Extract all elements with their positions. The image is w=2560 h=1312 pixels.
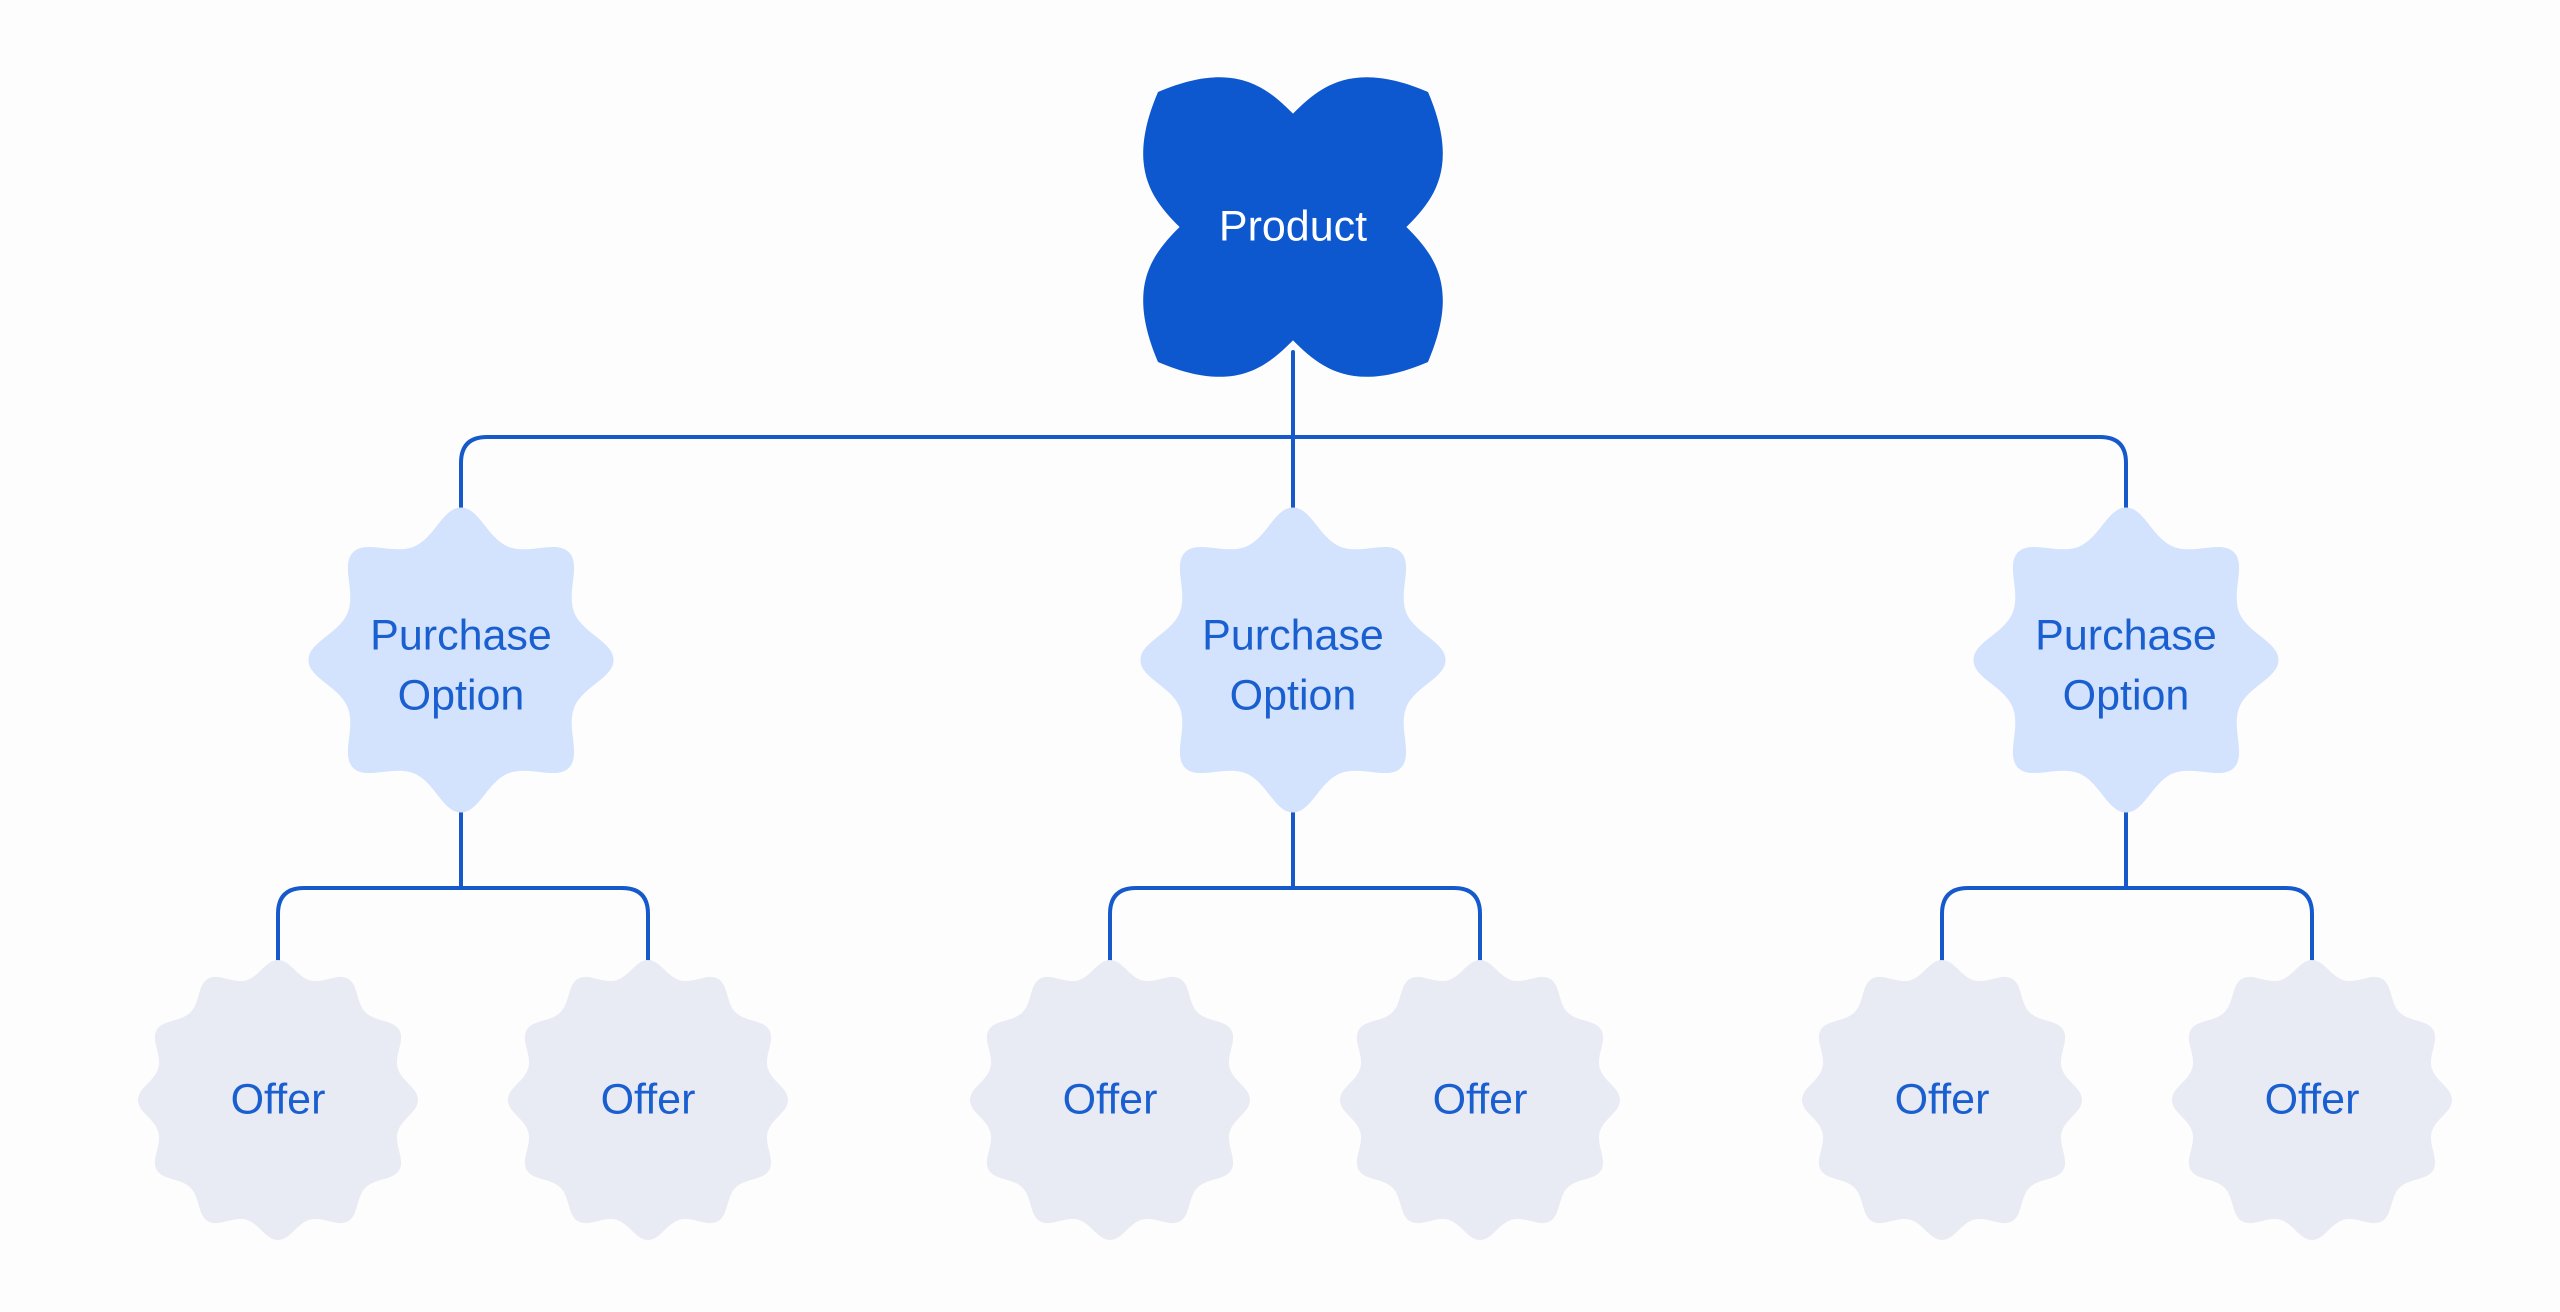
purchase-option-3-label-line1: Purchase — [2035, 611, 2217, 659]
offer-3-shape — [970, 960, 1250, 1240]
purchase-option-2-label-line1: Purchase — [1202, 611, 1384, 659]
offer-2-shape — [508, 960, 788, 1240]
node-offer-2[interactable]: Offer — [508, 960, 788, 1240]
offer-6-label: Offer — [2265, 1075, 2360, 1123]
purchase-option-2-label-line2: Option — [1230, 671, 1357, 719]
offer-1-shape — [138, 960, 418, 1240]
connector-option-2-to-offer-3 — [1108, 886, 1295, 966]
node-product[interactable]: Product — [1143, 77, 1443, 377]
node-offer-6[interactable]: Offer — [2172, 960, 2452, 1240]
offer-3-label: Offer — [1063, 1075, 1158, 1123]
node-offer-3[interactable]: Offer — [970, 960, 1250, 1240]
node-offer-4[interactable]: Offer — [1340, 960, 1620, 1240]
purchase-option-1-label-line1: Purchase — [370, 611, 552, 659]
purchase-option-1-label-line2: Option — [398, 671, 525, 719]
purchase-option-1-shape — [308, 507, 614, 813]
purchase-option-3-shape — [1973, 507, 2279, 813]
offer-6-shape — [2172, 960, 2452, 1240]
node-purchase-option-1[interactable]: Purchase Option — [308, 507, 614, 813]
offer-5-shape — [1802, 960, 2082, 1240]
connector-option-1-to-offer-2 — [459, 886, 650, 966]
node-purchase-option-2[interactable]: Purchase Option — [1140, 507, 1446, 813]
offer-1-label: Offer — [231, 1075, 326, 1123]
connector-product-to-option-1 — [459, 435, 1295, 514]
connector-option-3-to-offer-5 — [1940, 886, 2128, 966]
connector-option-3-to-offer-6 — [2124, 886, 2314, 966]
product-node-label: Product — [1219, 202, 1367, 250]
offer-4-shape — [1340, 960, 1620, 1240]
offer-4-label: Offer — [1433, 1075, 1528, 1123]
node-offer-1[interactable]: Offer — [138, 960, 418, 1240]
purchase-option-2-shape — [1140, 507, 1446, 813]
offer-2-label: Offer — [601, 1075, 696, 1123]
connector-layer — [276, 350, 2314, 966]
connector-option-1-to-offer-1 — [276, 886, 463, 966]
connector-product-to-option-3 — [1291, 435, 2128, 514]
node-purchase-option-3[interactable]: Purchase Option — [1973, 507, 2279, 813]
connector-option-2-to-offer-4 — [1291, 886, 1482, 966]
purchase-option-3-label-line2: Option — [2063, 671, 2190, 719]
node-offer-5[interactable]: Offer — [1802, 960, 2082, 1240]
offer-5-label: Offer — [1895, 1075, 1990, 1123]
